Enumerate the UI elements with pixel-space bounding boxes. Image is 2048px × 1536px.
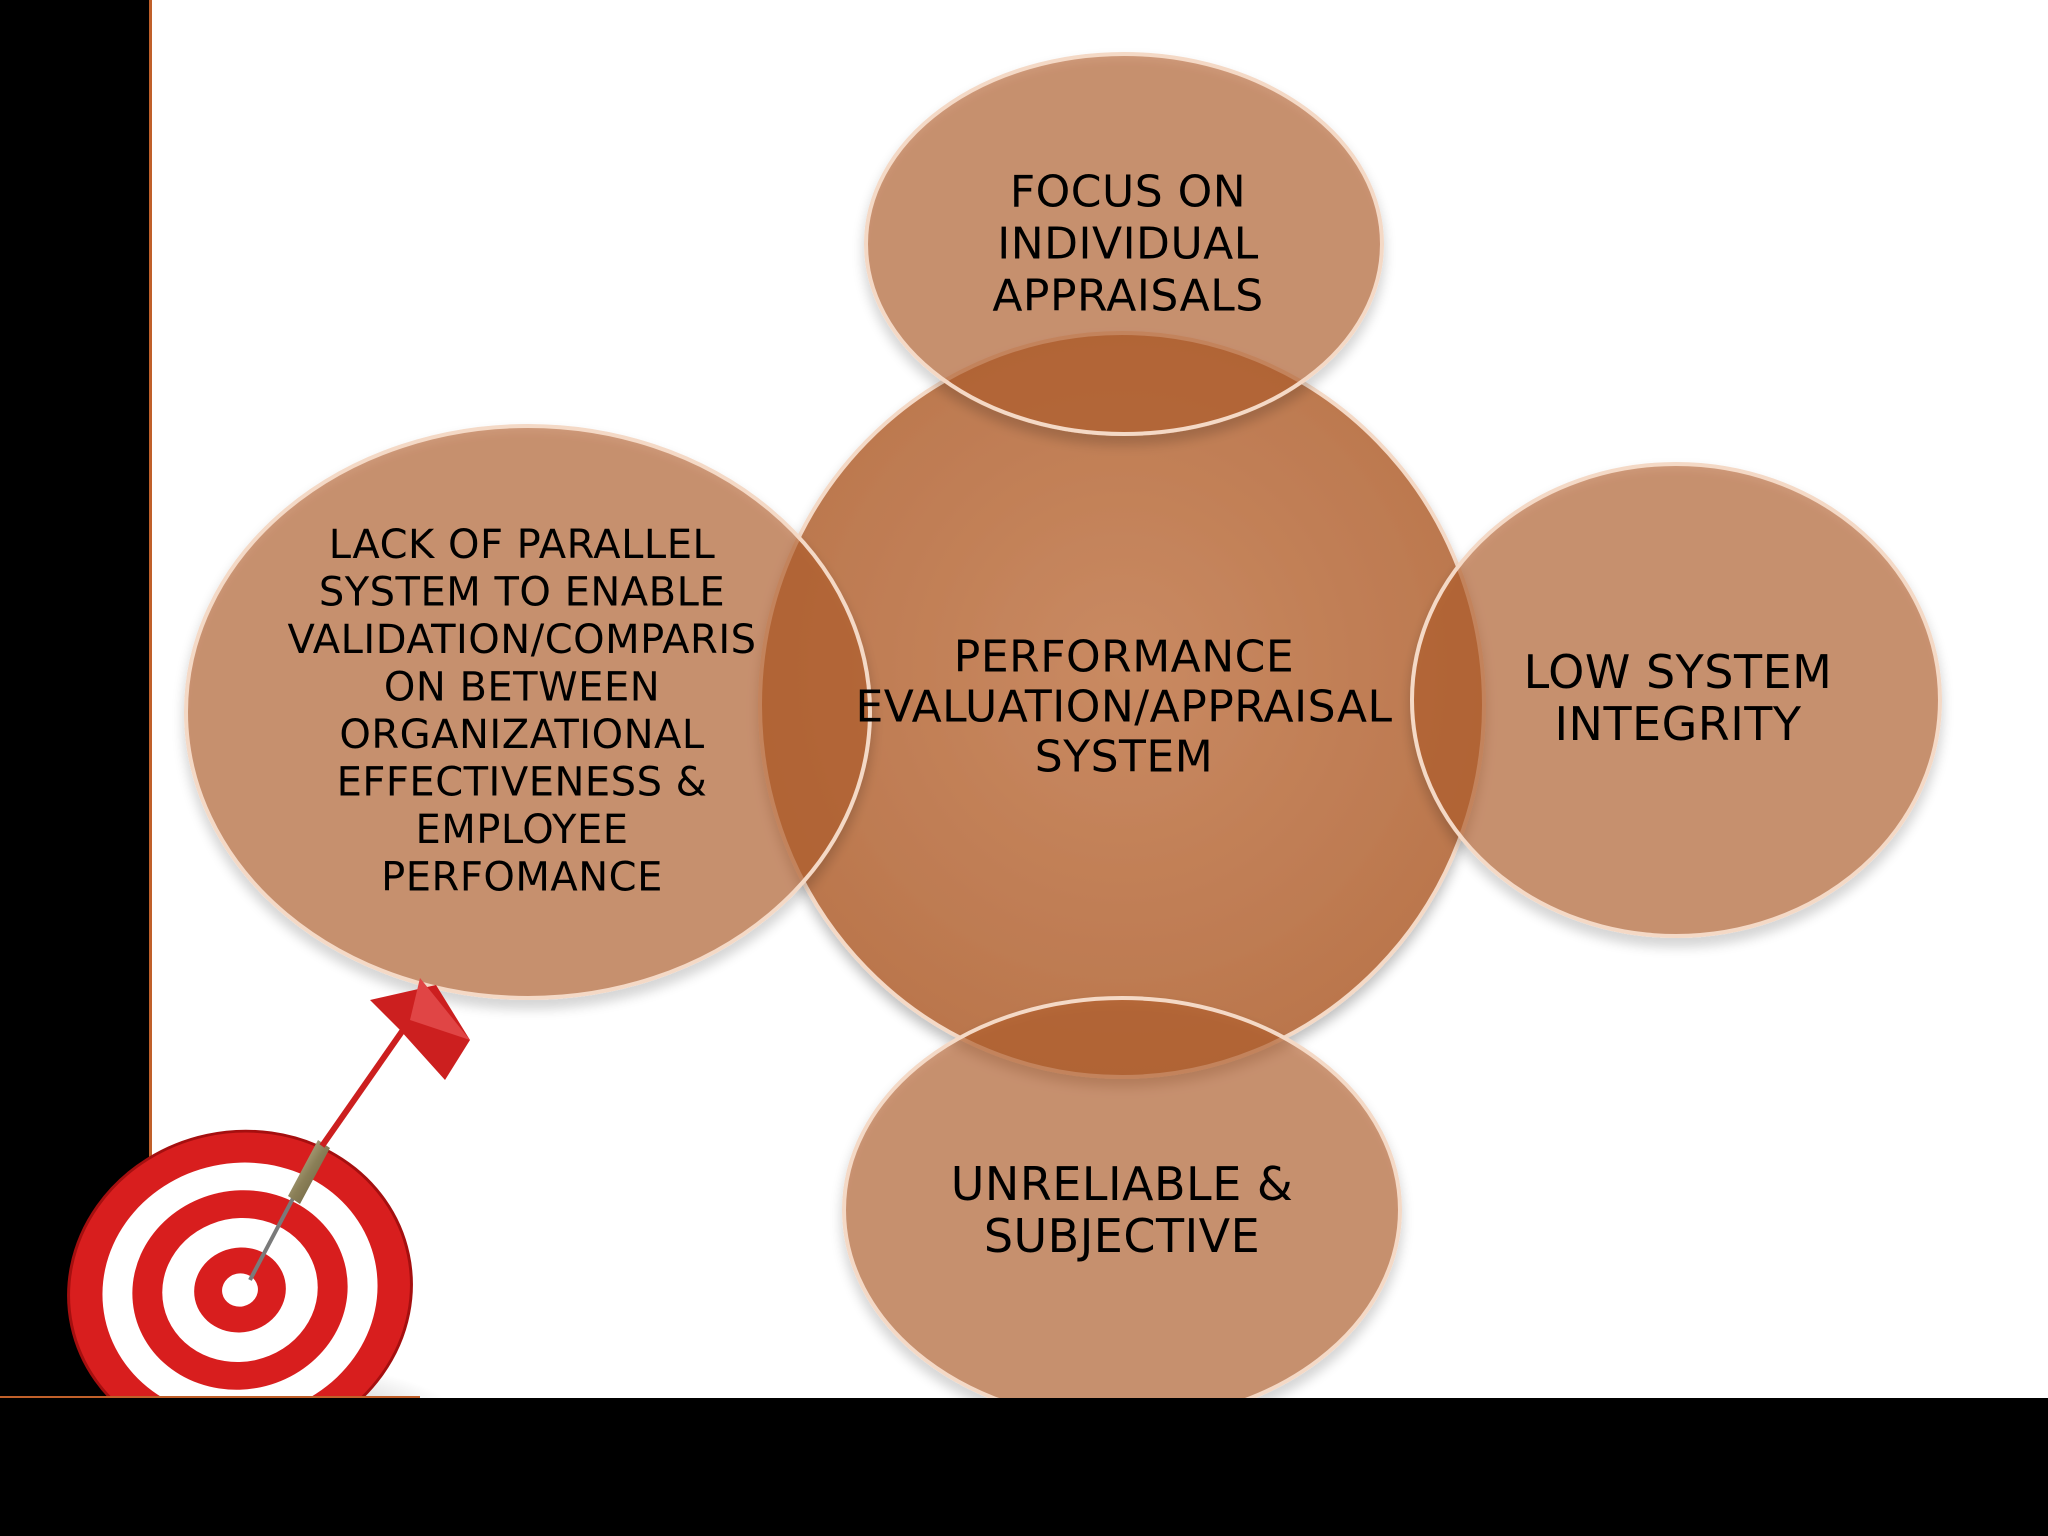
label-line: LOW SYSTEM <box>1524 645 1833 699</box>
label-line: EMPLOYEE <box>415 807 628 853</box>
label-bottom: UNRELIABLE &SUBJECTIVE <box>951 1157 1294 1263</box>
label-line: LACK OF PARALLEL <box>329 522 716 568</box>
label-line: FOCUS ON <box>1010 166 1246 217</box>
label-line: VALIDATION/COMPARIS <box>287 617 756 663</box>
label-line: EFFECTIVENESS & <box>337 759 708 805</box>
label-line: APPRAISALS <box>992 270 1263 321</box>
label-line: ORGANIZATIONAL <box>339 712 705 758</box>
label-line: INDIVIDUAL <box>997 218 1259 269</box>
label-line: ON BETWEEN <box>384 664 660 710</box>
bubble-left <box>184 424 872 1000</box>
label-line: SYSTEM <box>1035 731 1213 782</box>
bottom-black-bar <box>0 1398 2048 1536</box>
label-line: EVALUATION/APPRAISAL <box>855 681 1392 732</box>
bubble-top <box>864 52 1384 436</box>
label-line: SYSTEM TO ENABLE <box>319 569 725 615</box>
label-line: SUBJECTIVE <box>984 1209 1260 1263</box>
label-line: INTEGRITY <box>1554 697 1801 751</box>
bubble-right <box>1410 462 1942 938</box>
left-black-bar <box>0 0 152 1398</box>
bottom-bar-accent <box>0 1396 420 1399</box>
label-line: PERFORMANCE <box>954 631 1294 682</box>
label-line: UNRELIABLE & <box>951 1157 1294 1211</box>
target-with-dart-icon <box>40 978 470 1480</box>
label-line: PERFOMANCE <box>381 854 663 900</box>
